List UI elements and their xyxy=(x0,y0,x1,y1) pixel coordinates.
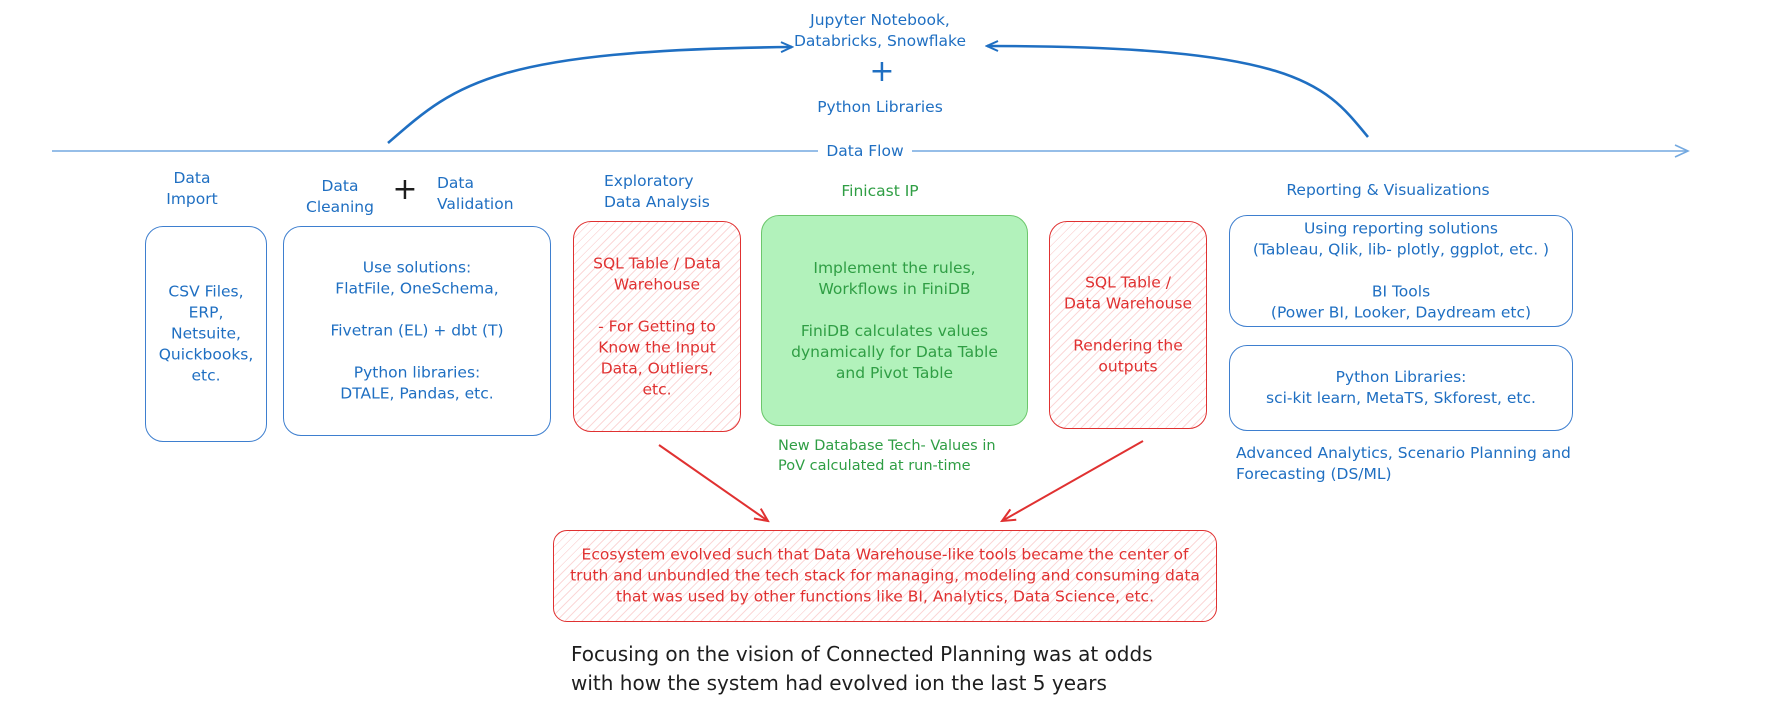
data-flow-label: Data Flow xyxy=(826,142,904,160)
red-arrow-left xyxy=(658,444,768,521)
advanced-analytics-note: Advanced Analytics, Scenario Planning an… xyxy=(1236,444,1571,483)
curve-arrow-right xyxy=(987,46,1370,138)
finicast-note: New Database Tech- Values in PoV calcula… xyxy=(778,438,996,474)
python-libraries-box-content: Python Libraries: sci-kit learn, MetaTS,… xyxy=(1266,368,1536,407)
python-libraries-box: Python Libraries: sci-kit learn, MetaTS,… xyxy=(1229,345,1573,431)
reporting-heading: Reporting & Visualizations xyxy=(1286,181,1490,199)
eda-box: SQL Table / Data Warehouse - For Getting… xyxy=(573,221,741,432)
plus-icon-top: + xyxy=(869,54,895,89)
finicast-content: Implement the rules, Workflows in FiniDB… xyxy=(791,258,998,382)
ecosystem-box: Ecosystem evolved such that Data Warehou… xyxy=(553,530,1217,622)
eda-heading: Exploratory Data Analysis xyxy=(604,172,710,211)
eda-content: SQL Table / Data Warehouse - For Getting… xyxy=(593,254,721,398)
data-cleaning-heading: Data Cleaning xyxy=(306,177,374,216)
plus-icon-cleaning: + xyxy=(392,172,418,207)
conclusion-text: Focusing on the vision of Connected Plan… xyxy=(571,642,1153,695)
reporting-box: Using reporting solutions (Tableau, Qlik… xyxy=(1229,215,1573,327)
output-content: SQL Table / Data Warehouse Rendering the… xyxy=(1063,273,1193,376)
curve-arrow-left xyxy=(387,47,792,144)
ecosystem-content: Ecosystem evolved such that Data Warehou… xyxy=(570,545,1200,606)
data-validation-heading: Data Validation xyxy=(437,174,514,213)
platforms-label: Jupyter Notebook, Databricks, Snowflake xyxy=(794,11,966,50)
data-import-box: CSV Files, ERP, Netsuite, Quickbooks, et… xyxy=(145,226,267,442)
data-cleaning-content: Use solutions: FlatFile, OneSchema, Five… xyxy=(330,258,504,403)
data-import-content: CSV Files, ERP, Netsuite, Quickbooks, et… xyxy=(158,282,254,385)
data-cleaning-box: Use solutions: FlatFile, OneSchema, Five… xyxy=(283,226,551,436)
reporting-box-content: Using reporting solutions (Tableau, Qlik… xyxy=(1252,219,1550,322)
output-box: SQL Table / Data Warehouse Rendering the… xyxy=(1049,221,1207,429)
finicast-heading: Finicast IP xyxy=(841,182,919,200)
red-arrow-right xyxy=(1002,440,1144,521)
finicast-box: Implement the rules, Workflows in FiniDB… xyxy=(761,215,1028,426)
data-import-heading: Data Import xyxy=(166,169,218,208)
python-libraries-label: Python Libraries xyxy=(817,98,943,116)
